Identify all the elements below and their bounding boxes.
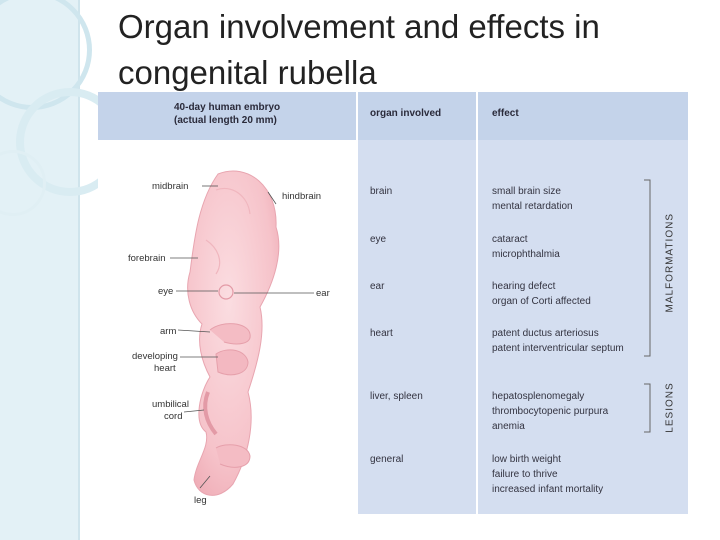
lesions-label: LESIONS xyxy=(664,382,676,433)
rubella-diagram: 40-day human embryo (actual length 20 mm… xyxy=(98,92,688,514)
label-hindbrain: hindbrain xyxy=(282,191,322,202)
slide-title: Organ involvement and effects in congeni… xyxy=(118,8,600,91)
embryo-cord xyxy=(203,391,218,436)
effect-heart-1: patent ductus arteriosus xyxy=(492,328,599,339)
organ-eye: eye xyxy=(370,234,387,245)
group-brackets xyxy=(644,179,651,433)
effect-ear-1: hearing defect xyxy=(492,281,556,292)
effect-column xyxy=(478,140,688,514)
effect-liver-2: thrombocytopenic purpura xyxy=(492,406,609,417)
effect-header: effect xyxy=(492,108,519,119)
effect-brain-1: small brain size xyxy=(492,186,561,197)
embryo-eye xyxy=(218,284,234,300)
embryo-header-line2: (actual length 20 mm) xyxy=(174,115,277,126)
effect-eye-1: cataract xyxy=(492,234,528,245)
embryo-illustration xyxy=(170,170,314,496)
label-leg: leg xyxy=(194,495,207,506)
effect-general-1: low birth weight xyxy=(492,454,561,465)
malformations-bracket xyxy=(644,179,651,357)
embryo-leg xyxy=(215,444,251,468)
organ-general: general xyxy=(370,454,404,465)
effect-heart-2: patent interventricular septum xyxy=(492,343,624,354)
label-ear: ear xyxy=(316,288,330,299)
label-eye: eye xyxy=(158,286,174,297)
label-arm: arm xyxy=(160,326,177,337)
effect-brain-2: mental retardation xyxy=(492,201,573,212)
column-divider xyxy=(476,92,478,514)
lesions-bracket xyxy=(644,383,651,433)
organ-ear: ear xyxy=(370,281,385,292)
embryo-heart xyxy=(215,349,249,376)
header-row xyxy=(98,92,688,140)
organ-header: organ involved xyxy=(370,108,442,119)
embryo-header-line1: 40-day human embryo xyxy=(174,102,281,113)
embryo-arm xyxy=(209,323,251,345)
effect-ear-2: organ of Corti affected xyxy=(492,296,591,307)
effect-general-3: increased infant mortality xyxy=(492,484,604,495)
organ-heart: heart xyxy=(370,328,393,339)
organ-brain: brain xyxy=(370,186,393,197)
organ-liver-spleen: liver, spleen xyxy=(370,391,423,402)
malformations-label: MALFORMATIONS xyxy=(664,213,676,313)
effect-general-2: failure to thrive xyxy=(492,469,558,480)
organ-column xyxy=(358,140,476,514)
effect-liver-1: hepatosplenomegaly xyxy=(492,391,585,402)
column-divider xyxy=(356,92,358,514)
effect-eye-2: microphthalmia xyxy=(492,249,560,260)
label-umbilical-cord-line2: cord xyxy=(164,411,183,422)
label-developing-heart-line1: developing xyxy=(132,351,178,362)
label-midbrain: midbrain xyxy=(152,181,189,192)
label-forebrain: forebrain xyxy=(128,253,166,264)
effect-liver-3: anemia xyxy=(492,421,525,432)
label-developing-heart-line2: heart xyxy=(154,363,176,374)
label-umbilical-cord-line1: umbilical xyxy=(152,399,189,410)
